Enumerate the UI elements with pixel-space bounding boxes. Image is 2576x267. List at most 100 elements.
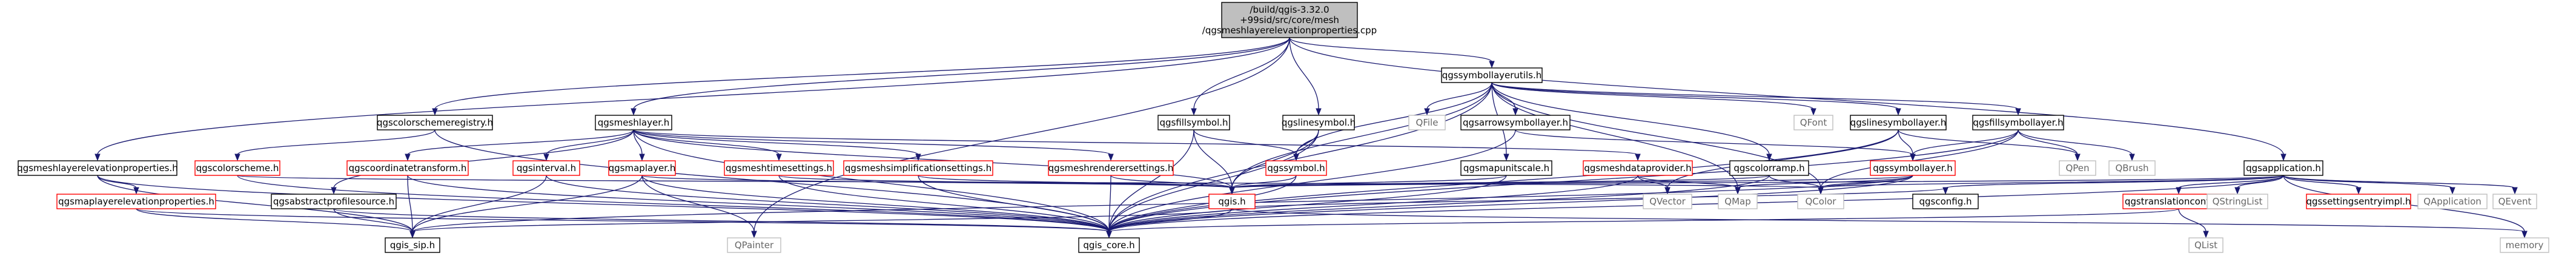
node-label: QStringList xyxy=(2213,196,2263,207)
node-label: qgssettingsentryimpl.h xyxy=(2306,196,2411,207)
edge-layer xyxy=(94,37,2528,238)
node-box xyxy=(843,160,993,176)
node-qgsfillsymbol-h[interactable]: qgsfillsymbol.h xyxy=(1157,115,1230,130)
node-qstringlist: QStringList xyxy=(2207,194,2268,209)
edge-qgsmeshlayerelevationproperties-to-qgis-core xyxy=(97,175,1112,238)
edge-qgsmaplayerelevationproperties-to-qgis-core xyxy=(136,208,1112,238)
node-label: QList xyxy=(2194,240,2217,251)
node-box xyxy=(2306,194,2411,209)
node-box xyxy=(1912,194,1979,209)
edge-qgsmeshlayer-to-qgsinterval xyxy=(543,129,634,161)
node-qgis-sip-h[interactable]: qgis_sip.h xyxy=(385,237,440,253)
edge-qgsapplication-to-qstringlist xyxy=(2234,175,2284,195)
node-box xyxy=(1643,194,1692,209)
edge-root-to-qgsapplication xyxy=(1289,37,2286,161)
node-label: qgscolorscheme.h xyxy=(196,163,279,174)
node-qgsconfig-h[interactable]: qgsconfig.h xyxy=(1912,194,1979,209)
node-qcolor: QColor xyxy=(1797,194,1844,209)
node-qgsmeshdataprovider-h[interactable]: qgsmeshdataprovider.h xyxy=(1583,160,1693,176)
node-label: memory xyxy=(2506,240,2544,251)
node-label: qgsmeshdataprovider.h xyxy=(1584,163,1691,174)
edge-qgsinterval-to-qgis-sip xyxy=(409,175,547,238)
edge-qgscolorschemeregistry-to-qgscolorscheme xyxy=(234,129,435,161)
edge-qgssymbollayerutils-to-qmap xyxy=(1491,82,1741,195)
node-box xyxy=(1208,194,1256,209)
node-qgsmeshtimesettings-h[interactable]: qgsmeshtimesettings.h xyxy=(724,160,834,176)
node-qgsfillsymbollayer-h[interactable]: qgsfillsymbollayer.h xyxy=(1972,115,2064,130)
node-qgis-core-h[interactable]: qgis_core.h xyxy=(1078,237,1140,253)
node-box xyxy=(1718,194,1758,209)
node-qgsmaplayer-h[interactable]: qgsmaplayer.h xyxy=(608,160,676,176)
edge-qgslinesymbollayer-to-qpen xyxy=(1898,129,2081,161)
node-qgssymbollayerutils-h[interactable]: qgssymbollayerutils.h xyxy=(1441,67,1543,83)
node-box xyxy=(2207,194,2268,209)
edge-qgsmeshlayer-to-qgscoordinatetransform xyxy=(405,129,634,161)
node-box xyxy=(1048,160,1174,176)
node-label: qgis_core.h xyxy=(1083,240,1134,251)
node-qgis-h[interactable]: qgis.h xyxy=(1208,194,1256,209)
node-box xyxy=(2059,160,2096,176)
node-box xyxy=(1870,160,1956,176)
node-label: /qgsmeshlayerelevationproperties.cpp xyxy=(1202,25,1377,36)
node-label: qgis.h xyxy=(1218,196,1245,207)
node-qgslinesymbollayer-h[interactable]: qgslinesymbollayer.h xyxy=(1850,115,1947,130)
node-label: qgslinesymbollayer.h xyxy=(1850,117,1947,128)
node-label: qgscolorramp.h xyxy=(1733,163,1804,174)
edge-qgscolorscheme-to-qcolor xyxy=(237,175,1824,195)
node-box xyxy=(1460,160,1552,176)
edge-qgsmeshlayer-to-qgsmeshsimplificationsettings xyxy=(633,129,921,161)
edge-qgsmaplayer-to-qgis-sip xyxy=(409,175,643,238)
node-qgsarrowsymbollayer-h[interactable]: qgsarrowsymbollayer.h xyxy=(1460,115,1571,130)
node-box xyxy=(1972,115,2064,130)
node-label: qgis_sip.h xyxy=(390,240,435,251)
node-qgscolorramp-h[interactable]: qgscolorramp.h xyxy=(1729,160,1809,176)
node-label: qgsapplication.h xyxy=(2246,163,2321,174)
node-label: +99sid/src/core/mesh xyxy=(1240,15,1339,25)
node-qgssettingsentryimpl-h[interactable]: qgssettingsentryimpl.h xyxy=(2306,194,2411,209)
edge-root-to-qgsfillsymbol xyxy=(1191,37,1290,116)
node-qgsabstractprofilesource-h[interactable]: qgsabstractprofilesource.h xyxy=(271,194,397,209)
node-label: qgssymbollayer.h xyxy=(1873,163,1953,174)
edge-qgssymbollayerutils-to-qfont xyxy=(1491,82,1816,116)
node-qgsinterval-h[interactable]: qgsinterval.h xyxy=(512,160,580,176)
node-qgsmeshlayer-h[interactable]: qgsmeshlayer.h xyxy=(595,115,672,130)
edge-root-to-qgscolorschemeregistry xyxy=(432,37,1290,116)
edge-qgsapplication-to-qgsh xyxy=(1229,175,2284,195)
node-box xyxy=(377,115,493,130)
node-qgslinesymbol-h[interactable]: qgslinesymbol.h xyxy=(1282,115,1356,130)
node-label: qgscoordinatetransform.h xyxy=(349,163,467,174)
edge-qgsmeshdataprovider-to-qvector xyxy=(1637,175,1670,195)
node-qgsmeshsimplificationsettings-h[interactable]: qgsmeshsimplificationsettings.h xyxy=(843,160,993,176)
node-box xyxy=(1078,237,1140,253)
edge-qgstranslationcontext-to-qlist xyxy=(2178,208,2209,238)
node-qgsmeshrenderersettings-h[interactable]: qgsmeshrenderersettings.h xyxy=(1048,160,1174,176)
node-qmap: QMap xyxy=(1718,194,1758,209)
node-label: qgsmaplayerelevationproperties.h xyxy=(58,196,214,207)
node-qgscolorscheme-h[interactable]: qgscolorscheme.h xyxy=(194,160,280,176)
node-qgssymbollayer-h[interactable]: qgssymbollayer.h xyxy=(1870,160,1956,176)
node-box xyxy=(1460,115,1571,130)
node-box xyxy=(1157,115,1230,130)
node-qgssymbol-h[interactable]: qgssymbol.h xyxy=(1265,160,1327,176)
node-label: qgsfillsymbol.h xyxy=(1159,117,1228,128)
node-label: qgsfillsymbollayer.h xyxy=(1973,117,2063,128)
edge-root-to-qgslinesymbol xyxy=(1289,37,1322,116)
node-qgsmeshlayerelevationproperties-cpp[interactable]: /build/qgis-3.32.0+99sid/src/core/mesh/q… xyxy=(1202,2,1377,38)
node-label: qgsmeshsimplificationsettings.h xyxy=(845,163,992,174)
edge-qgsh-to-memory xyxy=(1231,208,2528,238)
edge-qgsapplication-to-qevent xyxy=(2283,175,2518,195)
node-qgsmaplayerelevationproperties-h[interactable]: qgsmaplayerelevationproperties.h xyxy=(56,194,216,209)
node-box xyxy=(1221,2,1358,38)
node-box xyxy=(1729,160,1809,176)
node-qgsmeshlayerelevationproperties-h[interactable]: qgsmeshlayerelevationproperties.h xyxy=(17,160,178,176)
node-label: qgsinterval.h xyxy=(517,163,576,174)
edge-qgsh-to-qgsconfig xyxy=(1231,187,1949,209)
node-qgscoordinatetransform-h[interactable]: qgscoordinatetransform.h xyxy=(346,160,469,176)
node-qgscolorschemeregistry-h[interactable]: qgscolorschemeregistry.h xyxy=(377,115,493,130)
node-qgsapplication-h[interactable]: qgsapplication.h xyxy=(2243,160,2323,176)
node-box xyxy=(1797,194,1844,209)
edge-qgsfillsymbollayer-to-qbrush xyxy=(2018,129,2135,161)
node-qgsmapunitscale-h[interactable]: qgsmapunitscale.h xyxy=(1460,160,1552,176)
edge-qgsmeshsimplificationsettings-to-qgsh xyxy=(918,175,1235,195)
node-box xyxy=(194,160,280,176)
